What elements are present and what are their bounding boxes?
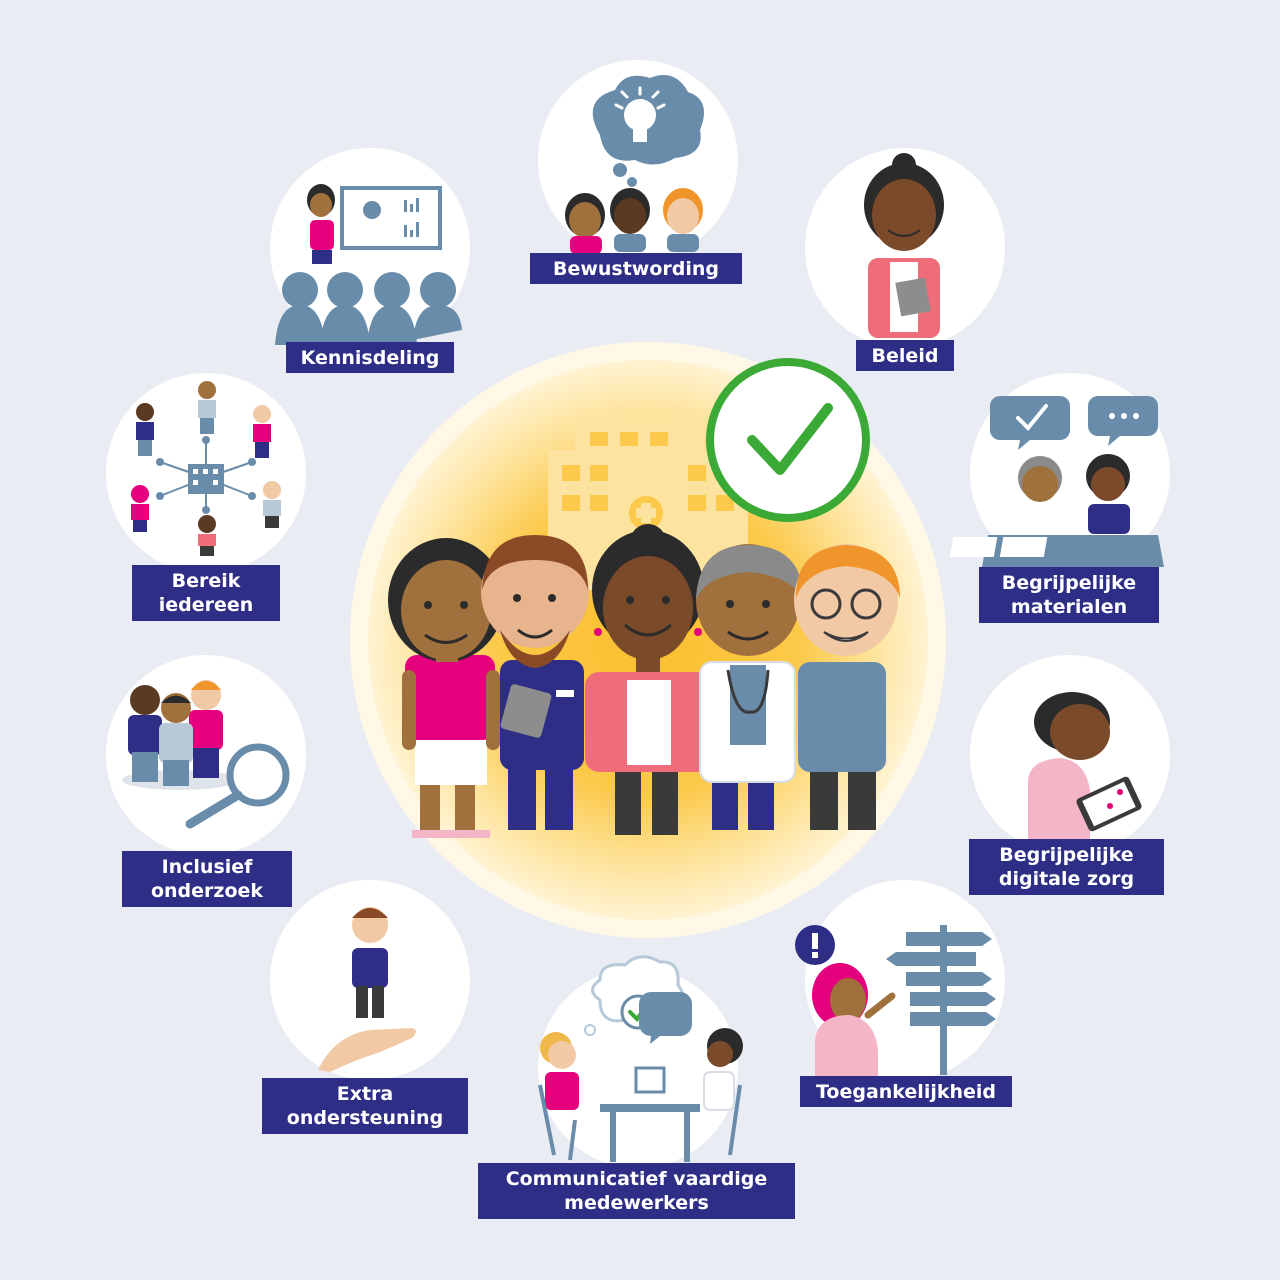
person-nurse [481, 535, 589, 830]
label-bereik-iedereen: Bereik iedereen [132, 565, 280, 621]
label-bereik-line1: Bereik [171, 570, 241, 592]
label-communicatie-line2: medewerkers [564, 1192, 709, 1214]
label-communicatief-vaardige-medewerkers: Communicatief vaardige medewerkers [478, 1163, 795, 1219]
network-icon [131, 381, 281, 556]
label-kennisdeling-text: Kennisdeling [300, 346, 440, 369]
label-bewustwording: Bewustwording [530, 253, 742, 284]
helping-hand-icon [318, 907, 416, 1072]
conversation-icon [538, 955, 743, 1162]
label-onderzoek-line2: onderzoek [150, 880, 264, 902]
person-glasses [794, 544, 900, 830]
presentation-icon [275, 184, 462, 345]
label-extra-line2: ondersteuning [286, 1107, 444, 1129]
check-icon [706, 358, 870, 522]
person-pink-top [388, 538, 504, 838]
label-toegankelijkheid: Toegankelijkheid [800, 1076, 1012, 1107]
label-toegang-text: Toegankelijkheid [815, 1080, 997, 1103]
label-begrijpelijke-digitale-zorg: Begrijpelijke digitale zorg [969, 839, 1164, 895]
signpost-icon [795, 925, 996, 1078]
label-bereik-line2: iedereen [158, 594, 254, 616]
awareness-faces [565, 188, 703, 254]
label-beleid-text: Beleid [871, 344, 939, 367]
policy-person-icon [864, 153, 944, 338]
label-bewustwording-text: Bewustwording [552, 257, 720, 280]
label-onderzoek-line1: Inclusief [161, 856, 253, 878]
lightbulb-icon [592, 75, 704, 187]
person-manager [585, 524, 715, 835]
tablet-icon [1028, 692, 1142, 840]
label-digitaal-line1: Begrijpelijke [999, 844, 1134, 866]
label-extra-line1: Extra [336, 1083, 394, 1105]
label-beleid: Beleid [856, 340, 954, 371]
consultation-icon [949, 396, 1164, 567]
label-inclusief-onderzoek: Inclusief onderzoek [122, 851, 292, 907]
label-materialen-line2: materialen [1010, 596, 1128, 618]
magnifier-icon [122, 680, 290, 829]
label-kennisdeling: Kennisdeling [286, 342, 454, 373]
label-communicatie-line1: Communicatief vaardige [505, 1168, 768, 1190]
care-team-group [388, 524, 900, 838]
label-begrijpelijke-materialen: Begrijpelijke materialen [979, 567, 1159, 623]
label-digitaal-line2: digitale zorg [998, 868, 1135, 890]
label-extra-ondersteuning: Extra ondersteuning [262, 1078, 468, 1134]
person-doctor [696, 544, 804, 830]
label-materialen-line1: Begrijpelijke [1001, 572, 1137, 594]
